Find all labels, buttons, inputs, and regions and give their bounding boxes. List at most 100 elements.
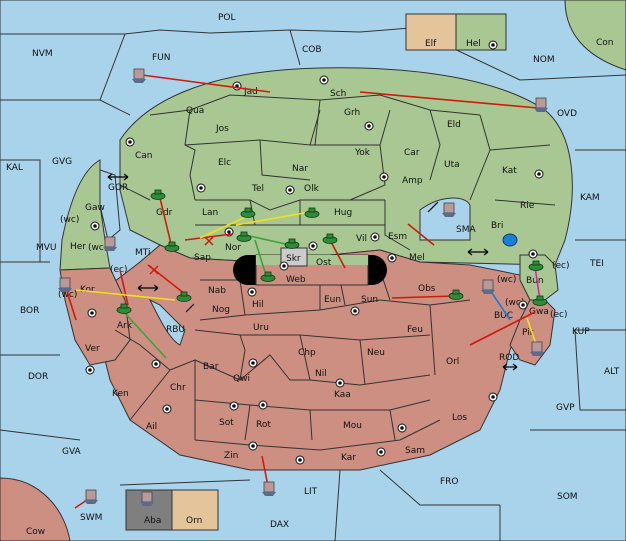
support-marks <box>149 236 214 275</box>
supply-center-icon <box>229 401 239 411</box>
sea-rbu[interactable] <box>148 298 186 346</box>
army-icon[interactable] <box>304 207 320 218</box>
fleet-icon[interactable] <box>262 481 276 496</box>
army-icon[interactable] <box>322 233 338 244</box>
supply-center-icon <box>248 358 258 368</box>
label-alt: ALT <box>604 367 620 377</box>
label-nor: Nor <box>225 243 241 253</box>
coast-tag: (ec) <box>550 310 568 320</box>
territory-west-peninsula-south[interactable] <box>59 267 131 366</box>
label-rod: ROD <box>499 353 519 363</box>
label-kal: KAL <box>6 163 23 173</box>
army-icon[interactable] <box>164 241 180 252</box>
label-ark: Ark <box>117 321 133 331</box>
supply-center-icon <box>364 121 374 131</box>
supply-center-icon <box>350 306 360 316</box>
label-feu: Feu <box>407 325 423 335</box>
province-borders-south <box>114 269 471 451</box>
label-aba: Aba <box>144 516 161 526</box>
label-orl: Orl <box>446 357 459 367</box>
label-elc: Elc <box>218 158 231 168</box>
army-icon[interactable] <box>284 238 300 249</box>
supply-center-icon <box>518 300 528 310</box>
sea-gor[interactable] <box>99 169 121 241</box>
army-icon[interactable] <box>150 189 166 200</box>
fleet-icon[interactable] <box>442 202 456 217</box>
army-icon[interactable] <box>448 289 464 300</box>
label-gvg: GVG <box>52 157 72 167</box>
territory-orn[interactable] <box>171 489 219 531</box>
label-gvp: GVP <box>556 403 575 413</box>
label-vil: Vil <box>356 234 367 244</box>
label-con: Con <box>596 38 614 48</box>
label-olk: Olk <box>304 184 320 194</box>
label-kar: Kar <box>341 453 356 463</box>
supply-center-icon <box>376 447 386 457</box>
swap-arrow-icon <box>467 248 489 256</box>
fleet-icon[interactable] <box>534 97 548 112</box>
fleet-icon[interactable] <box>132 68 146 83</box>
sea-boundaries <box>0 27 626 541</box>
fleet-icon[interactable] <box>103 236 117 251</box>
supply-center-icon <box>196 183 206 193</box>
fleet-icon[interactable] <box>530 341 544 356</box>
label-chr: Chr <box>170 383 186 393</box>
label-sch: Sch <box>330 89 346 99</box>
territory-hel[interactable] <box>455 13 507 51</box>
supply-center-icon <box>295 455 305 465</box>
label-gva: GVA <box>62 447 82 457</box>
army-icon[interactable] <box>532 295 548 306</box>
label-buc: BUC <box>494 311 513 321</box>
army-icon[interactable] <box>240 207 256 218</box>
label-fro: FRO <box>440 477 459 487</box>
supply-center-icon <box>397 423 407 433</box>
supply-center-icon <box>248 441 258 451</box>
swap-arrow-icon <box>502 363 518 371</box>
territory-west-peninsula[interactable] <box>59 159 111 271</box>
label-nom: NOM <box>533 55 555 65</box>
support-order-icon <box>149 265 159 275</box>
fleet-icon[interactable] <box>84 489 98 504</box>
supply-center-icon <box>258 400 268 410</box>
label-zin: Zin <box>224 451 238 461</box>
label-mti: MTi <box>135 248 151 258</box>
label-mou: Mou <box>343 421 362 431</box>
army-icon[interactable] <box>236 231 252 242</box>
coast-tag: (wc) <box>497 275 516 285</box>
label-cob: COB <box>302 45 322 55</box>
label-nvm: NVM <box>32 49 53 59</box>
label-ovd: OVD <box>557 109 577 119</box>
label-bri: Bri <box>491 221 503 231</box>
supply-center-icon <box>151 359 161 369</box>
label-bor: BOR <box>20 306 39 316</box>
army-icon[interactable] <box>176 291 192 302</box>
label-uta: Uta <box>444 160 460 170</box>
swap-arrows <box>107 173 518 371</box>
army-icon[interactable] <box>116 303 132 314</box>
fleet-icon[interactable] <box>140 491 154 506</box>
label-qwi: Qwi <box>233 374 250 384</box>
army-icon[interactable] <box>260 271 276 282</box>
label-ail: Ail <box>146 422 157 432</box>
label-rot: Rot <box>256 420 271 430</box>
supply-center-icon <box>90 221 100 231</box>
army-icon[interactable] <box>528 260 544 271</box>
label-yok: Yok <box>354 148 371 158</box>
supply-center-icon <box>379 172 389 182</box>
label-qua: Qua <box>186 106 204 116</box>
label-jad: Jad <box>243 87 258 97</box>
label-tel: Tel <box>251 184 264 194</box>
fleets[interactable] <box>58 68 548 506</box>
supply-center-icon <box>87 308 97 318</box>
label-ver: Ver <box>85 344 100 354</box>
armies[interactable] <box>116 189 548 314</box>
sea-sma[interactable] <box>419 197 471 241</box>
fleet-icon[interactable] <box>481 279 495 294</box>
fleet-icon[interactable] <box>58 277 72 292</box>
label-nil: Nil <box>315 369 327 379</box>
label-swm: SWM <box>80 513 102 523</box>
label-lit: LIT <box>304 487 318 497</box>
fleet-icon[interactable] <box>502 233 518 247</box>
label-eld: Eld <box>447 120 461 130</box>
label-sot: Sot <box>219 418 234 428</box>
